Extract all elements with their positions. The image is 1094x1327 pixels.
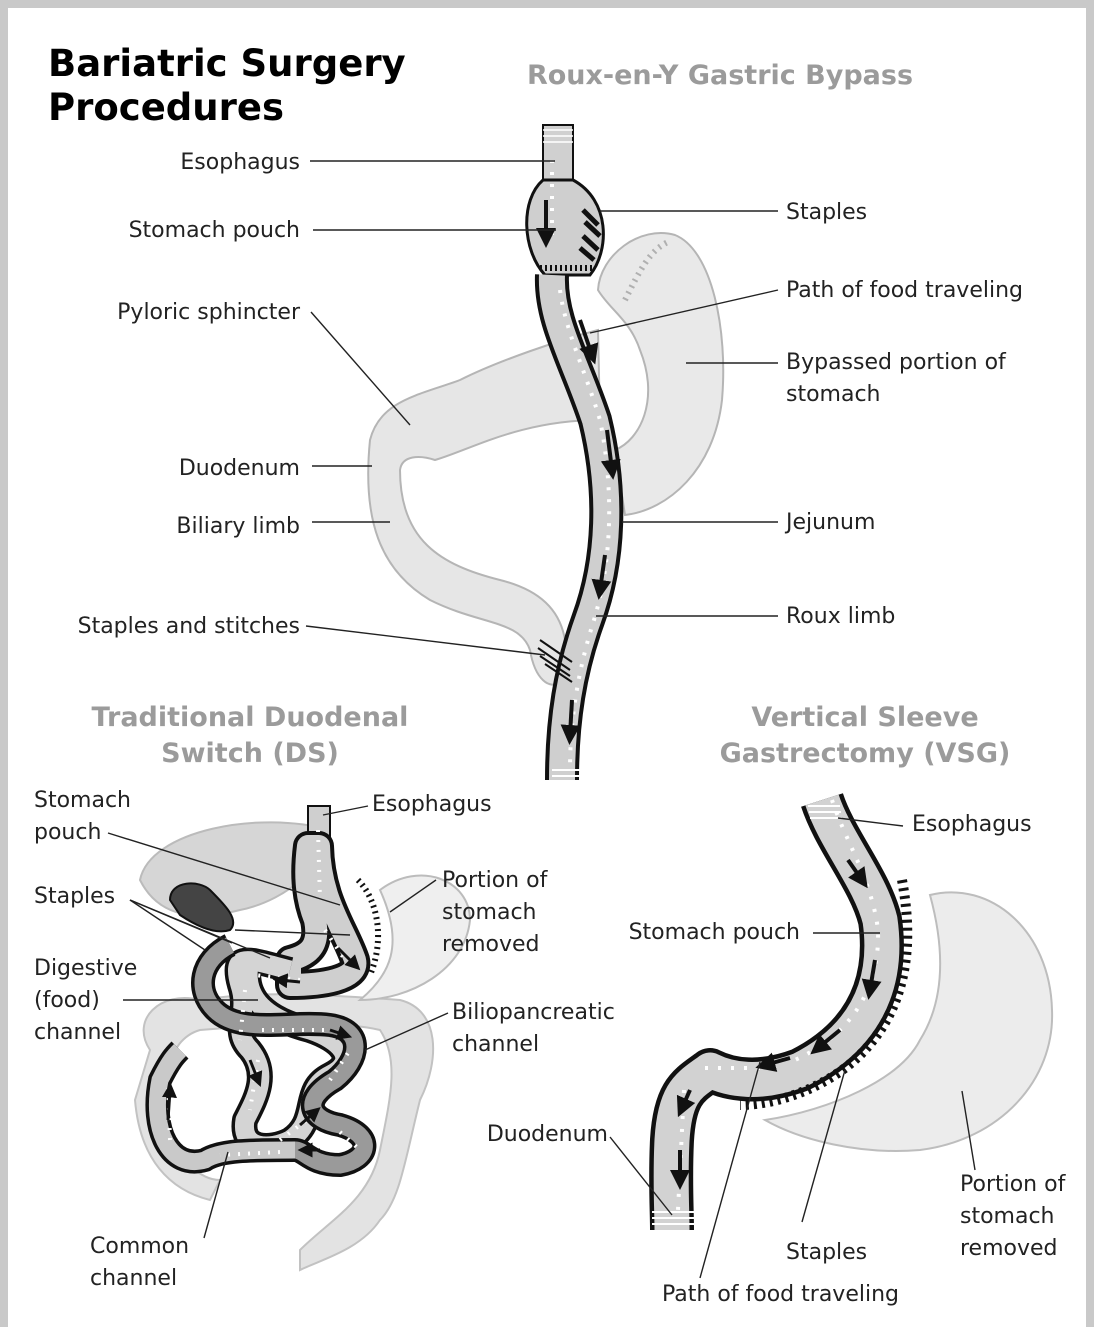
vsg-label-portion-1: Portion of xyxy=(960,1170,1065,1200)
rygb-label-pyloric-sphincter: Pyloric sphincter xyxy=(60,298,300,328)
ds-label-stomach-2: pouch xyxy=(34,818,101,848)
vsg-title: Vertical Sleeve Gastrectomy (VSG) xyxy=(690,700,1040,772)
vsg-label-path-of-food: Path of food traveling xyxy=(662,1280,899,1310)
vsg-label-duodenum: Duodenum xyxy=(420,1120,608,1150)
vsg-label-stomach-pouch: Stomach pouch xyxy=(580,918,800,948)
ds-label-portion-2: stomach xyxy=(442,898,537,928)
rygb-title: Roux-en-Y Gastric Bypass xyxy=(500,58,940,94)
rygb-label-jejunum: Jejunum xyxy=(786,508,875,538)
vsg-title-line-2: Gastrectomy (VSG) xyxy=(690,736,1040,772)
vsg-illustration xyxy=(652,800,1052,1230)
vsg-label-portion-2: stomach xyxy=(960,1202,1055,1232)
vsg-label-portion-3: removed xyxy=(960,1234,1058,1264)
rygb-illustration xyxy=(368,125,723,782)
vsg-label-esophagus: Esophagus xyxy=(912,810,1032,840)
rygb-label-esophagus: Esophagus xyxy=(80,148,300,178)
rygb-label-roux-limb: Roux limb xyxy=(786,602,895,632)
rygb-label-staples: Staples xyxy=(786,198,867,228)
rygb-label-stomach-pouch: Stomach pouch xyxy=(80,216,300,246)
page-title-line-2: Procedures xyxy=(48,86,406,130)
ds-label-esophagus: Esophagus xyxy=(372,790,492,820)
ds-title-line-1: Traditional Duodenal xyxy=(60,700,440,736)
rygb-label-biliary-limb: Biliary limb xyxy=(80,512,300,542)
ds-label-common-1: Common xyxy=(90,1232,189,1262)
rygb-label-staples-and-stitches: Staples and stitches xyxy=(40,612,300,642)
ds-label-digestive-2: (food) xyxy=(34,986,100,1016)
ds-title-line-2: Switch (DS) xyxy=(60,736,440,772)
ds-label-portion-1: Portion of xyxy=(442,866,547,896)
page-title-line-1: Bariatric Surgery xyxy=(48,42,406,86)
rygb-label-duodenum: Duodenum xyxy=(80,454,300,484)
vsg-title-line-1: Vertical Sleeve xyxy=(690,700,1040,736)
rygb-esophagus xyxy=(543,125,573,185)
ds-illustration xyxy=(135,806,470,1270)
ds-label-portion-3: removed xyxy=(442,930,540,960)
rygb-label-bypassed-2: stomach xyxy=(786,380,881,410)
rygb-label-path-of-food: Path of food traveling xyxy=(786,276,1023,306)
vsg-removed-stomach xyxy=(765,892,1052,1151)
ds-label-common-2: channel xyxy=(90,1264,177,1294)
ds-label-biliopancreatic-2: channel xyxy=(452,1030,539,1060)
ds-label-biliopancreatic-1: Biliopancreatic xyxy=(452,998,615,1028)
ds-label-digestive-1: Digestive xyxy=(34,954,137,984)
page-title: Bariatric Surgery Procedures xyxy=(48,42,406,130)
ds-label-staples: Staples xyxy=(34,882,115,912)
ds-label-digestive-3: channel xyxy=(34,1018,121,1048)
ds-label-stomach-1: Stomach xyxy=(34,786,131,816)
ds-title: Traditional Duodenal Switch (DS) xyxy=(60,700,440,772)
rygb-label-bypassed-1: Bypassed portion of xyxy=(786,348,1006,378)
vsg-label-staples: Staples xyxy=(786,1238,867,1268)
